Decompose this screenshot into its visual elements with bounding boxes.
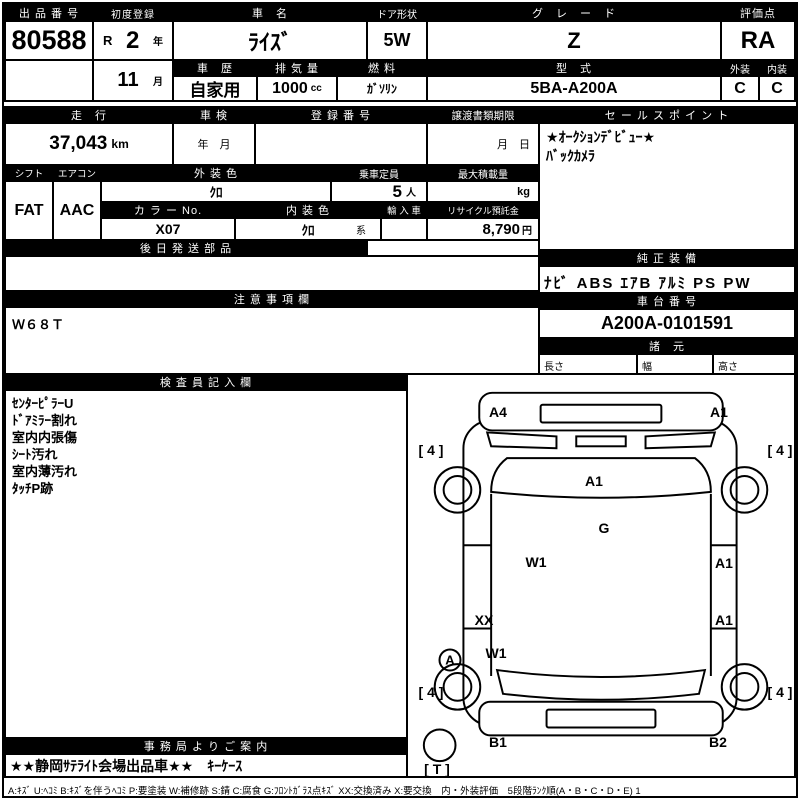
first-reg-month: 11 月	[92, 59, 174, 102]
grade-value: Z	[426, 20, 722, 61]
equipment-value: ﾅﾋﾞ ABS ｴｱB ｱﾙﾐ PS PW	[538, 265, 796, 294]
year-unit: 年	[153, 37, 163, 48]
max-load-unit: kg	[517, 185, 530, 198]
legend-text: A:ｷｽﾞ U:ﾍｺﾐ B:ｷｽﾞを伴うﾍｺﾐ P:要塗装 W:補修跡 S:錆 …	[8, 786, 641, 797]
displacement-number: 1000	[272, 79, 308, 97]
inspection-value: 年 月	[172, 122, 256, 166]
spec-length: 長さ	[538, 353, 638, 375]
damage-mark: B2	[709, 734, 727, 750]
auction-no-empty	[4, 59, 94, 102]
damage-mark: G	[598, 520, 610, 536]
registration-no-label: 登 録 番 号	[254, 106, 428, 124]
recycle-deposit-unit: 円	[522, 225, 532, 237]
damage-mark: A	[438, 648, 462, 672]
damage-mark: [ 4 ]	[767, 442, 793, 458]
mileage-value: 37,043 km	[4, 122, 174, 166]
exterior-score: C	[720, 75, 760, 102]
door-shape-value: 5W	[366, 20, 428, 61]
score-value: RA	[720, 20, 796, 61]
damage-mark: A1	[715, 612, 733, 628]
damage-mark: B1	[489, 734, 507, 750]
registration-no-value	[254, 122, 428, 166]
first-reg-year: R 2 年	[92, 20, 174, 61]
headlight-right	[644, 431, 717, 450]
first-reg-year-value: 2	[126, 26, 140, 54]
inspection-label: 車 検	[172, 106, 256, 124]
transfer-deadline-label: 譲渡書類期限	[426, 106, 540, 124]
office-notice: ★★静岡ｻﾃﾗｲﾄ会場出品車★★ ｷｰｹｰｽ	[4, 753, 408, 778]
inspector-notes: ｾﾝﾀｰﾋﾟﾗｰU ﾄﾞｱﾐﾗｰ割れ 室内内張傷 ｼｰﾄ汚れ 室内薄汚れ ﾀｯﾁ…	[4, 389, 408, 739]
model-value: 5BA-A200A	[426, 75, 722, 102]
recycle-deposit-number: 8,790	[482, 220, 520, 238]
interior-color-value: ｸﾛ 系	[234, 217, 382, 241]
damage-mark: [ T ]	[424, 761, 450, 777]
max-load-value: kg	[426, 180, 540, 203]
front-plate	[539, 403, 663, 424]
capacity-unit: 人	[406, 188, 416, 199]
era-mark: R	[103, 33, 113, 48]
aircon-value: AAC	[52, 180, 102, 241]
mileage-number: 37,043	[49, 133, 108, 154]
car-top-view	[422, 391, 769, 763]
history-value: 自家用	[172, 75, 258, 102]
damage-mark: A1	[715, 555, 733, 571]
color-no-value: X07	[100, 217, 236, 241]
exterior-color-value: ｸﾛ	[100, 180, 332, 203]
car-name-value: ﾗｲｽﾞ	[172, 20, 368, 61]
sales-point-value: ★ｵｰｸｼｮﾝﾃﾞﾋﾞｭｰ★ ﾊﾞｯｸｶﾒﾗ	[538, 122, 796, 251]
interior-color-suffix: 系	[356, 225, 366, 237]
mileage-unit: km	[111, 137, 129, 151]
spare-tire	[422, 728, 457, 763]
fuel-value: ｶﾞｿﾘﾝ	[336, 75, 428, 102]
interior-color-name: ｸﾛ	[301, 222, 315, 238]
transfer-deadline-value: 月 日	[426, 122, 540, 166]
windshield	[490, 457, 712, 499]
notes-value: Ｗ６８Ｔ	[4, 306, 540, 375]
rear-window	[495, 668, 707, 701]
capacity-value: 5 人	[330, 180, 428, 203]
damage-mark: A4	[489, 404, 507, 420]
damage-mark: [ 4 ]	[418, 684, 444, 700]
interior-score: C	[758, 75, 796, 102]
damage-mark: XX	[474, 612, 494, 628]
recycle-deposit-value: 8,790 円	[426, 217, 540, 241]
first-reg-month-value: 11	[117, 69, 139, 91]
chassis-no-value: A200A-0101591	[538, 308, 796, 339]
wheel-front-right	[720, 466, 769, 514]
wheel-front-left	[433, 466, 482, 514]
rear-plate	[545, 708, 657, 729]
month-unit: 月	[153, 77, 163, 88]
history-label: 車 歴	[172, 59, 258, 77]
later-parts-area	[4, 255, 540, 292]
displacement-value: 1000 cc	[256, 75, 338, 102]
rear-bumper	[478, 700, 724, 737]
spec-height: 高さ	[712, 353, 796, 375]
office-label: 事 務 局 よ り ご 案 内	[4, 737, 408, 755]
damage-mark: W1	[485, 645, 507, 661]
shift-value: FAT	[4, 180, 54, 241]
displacement-unit: cc	[310, 83, 322, 94]
damage-mark: [ 4 ]	[767, 684, 793, 700]
grille	[575, 435, 627, 448]
spec-width: 幅	[636, 353, 714, 375]
damage-mark: [ 4 ]	[418, 442, 444, 458]
import-car-value	[380, 217, 428, 241]
headlight-left	[485, 431, 558, 450]
auction-no-value: 80588	[4, 20, 94, 61]
damage-mark: A1	[710, 404, 728, 420]
wheel-rear-right	[720, 663, 769, 711]
damage-mark: W1	[525, 554, 547, 570]
capacity-number: 5	[392, 181, 402, 201]
damage-mark: A1	[585, 473, 603, 489]
